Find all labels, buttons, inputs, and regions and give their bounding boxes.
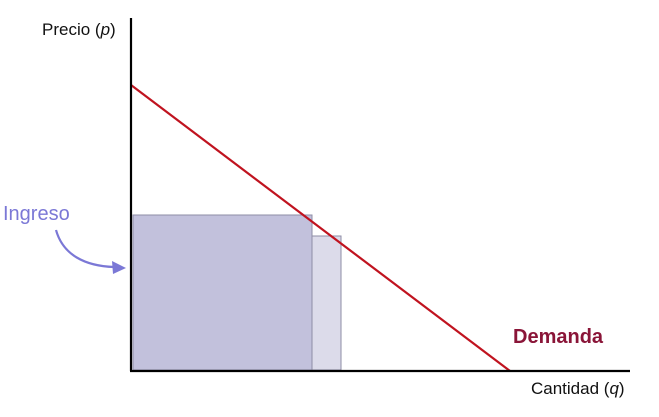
- revenue-arrow: [54, 229, 115, 269]
- x-axis-label: Cantidad (q): [531, 379, 625, 398]
- revenue-arrow-head: [112, 261, 126, 274]
- revenue-rect-front: [132, 214, 313, 371]
- demand-label: Demanda: [513, 326, 604, 348]
- demand-line: [130, 84, 511, 372]
- revenue-label: Ingreso: [3, 203, 70, 225]
- y-axis-label: Precio (p): [42, 20, 116, 39]
